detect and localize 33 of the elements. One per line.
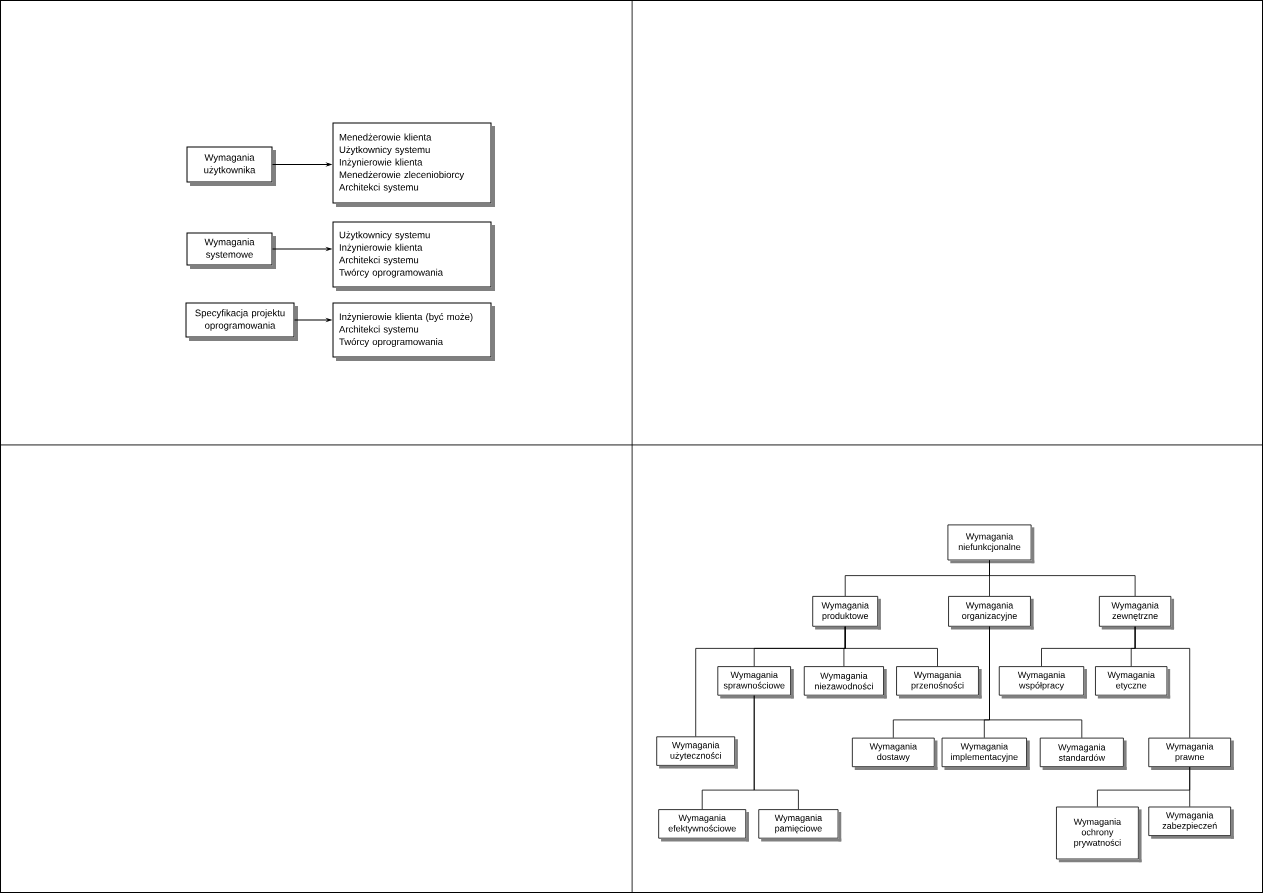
arrow [272, 162, 332, 167]
category-box: Wymagania niefunkcjonalne [947, 524, 1035, 564]
category-box: Wymagania zewnętrzne [1098, 596, 1175, 630]
requirement-box: Specyfikacja projektu oprogramowania [185, 302, 298, 341]
category-box: Wymagania sprawnościowe [717, 666, 794, 699]
category-box: Wymagania organizacyjne [948, 596, 1034, 630]
category-box: Wymagania produktowe [812, 596, 881, 630]
connector-line [989, 560, 1136, 597]
category-box: Wymagania przenośności [896, 666, 982, 699]
list-box: Menedżerowie klienta Użytkownicy systemu Inżynierowie klienta Menedżerowie zleceniobiorcy Architekci systemu [332, 122, 495, 207]
requirement-box: Wymagania systemowe [186, 232, 276, 269]
category-box: Wymagania dostawy [851, 737, 938, 770]
category-box: Wymagania ochrony prywatności [1056, 806, 1142, 863]
category-box: Wymagania zabezpieczeń [1148, 806, 1234, 839]
category-box: Wymagania efektywnościowe [658, 809, 749, 842]
connector-line [1134, 626, 1191, 739]
connector-line [753, 695, 799, 810]
list-box: Użytkownicy systemu Inżynierowie klienta Architekci systemu Twórcy oprogramowania [332, 221, 495, 291]
category-box: Wymagania współpracy [998, 666, 1087, 699]
category-box: Wymagania implementacyjne [941, 737, 1030, 770]
arrow [294, 318, 332, 322]
category-box: Wymagania standardów [1039, 737, 1127, 770]
category-box: Wymagania pamięciowe [758, 809, 842, 842]
connector-line [1189, 766, 1191, 807]
arrow [272, 247, 332, 251]
connector-line [989, 626, 1083, 739]
category-box: Wymagania prawne [1148, 737, 1234, 770]
category-box: Wymagania niezawodności [803, 666, 887, 699]
connector-line [844, 626, 938, 667]
category-box: Wymagania użyteczności [656, 736, 738, 769]
category-box: Wymagania etyczne [1095, 666, 1171, 699]
requirement-box: Wymagania użytkownika [186, 146, 276, 186]
list-box: Inżynierowie klienta (być może) Architekci systemu Twórcy oprogramowania [332, 302, 495, 361]
